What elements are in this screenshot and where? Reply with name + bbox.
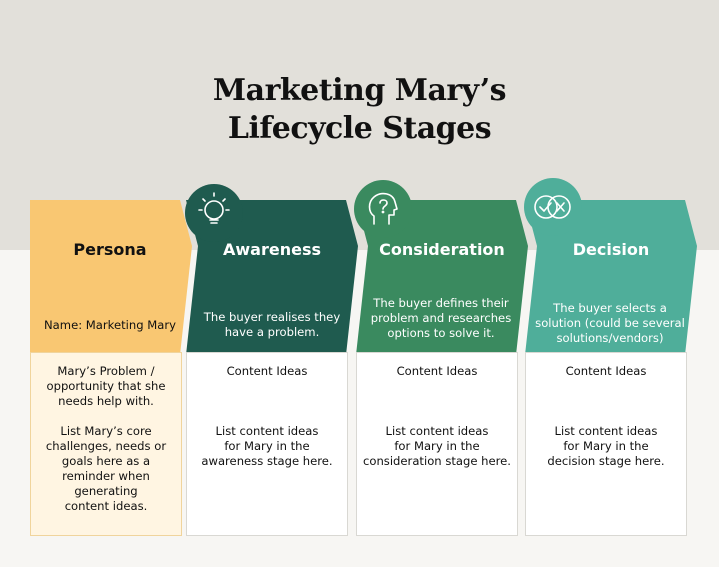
consideration-content-line: for Mary in the xyxy=(394,439,480,453)
persona-content-line: List Mary’s core xyxy=(60,424,152,438)
decision-description: The buyer selects a solution (could be s… xyxy=(525,301,695,346)
decision-content-line: List content ideas xyxy=(554,424,658,438)
consideration-content: List content ideas for Mary in the consi… xyxy=(356,424,518,469)
consideration-description-line: problem and researches xyxy=(370,311,512,325)
persona-content: Mary’s Problem / opportunity that she ne… xyxy=(30,364,182,514)
persona-content-line: content ideas. xyxy=(64,499,148,513)
awareness-content-line: awareness stage here. xyxy=(201,454,333,468)
decision-description-line: solution (could be several xyxy=(535,316,685,330)
consideration-description-line: The buyer defines their xyxy=(373,296,509,310)
page-title: Marketing Mary’s Lifecycle Stages xyxy=(0,72,719,148)
persona-content-line: opportunity that she xyxy=(46,379,166,393)
lightbulb-icon xyxy=(185,184,243,242)
consideration-description-line: options to solve it. xyxy=(387,326,495,340)
consideration-content-heading: Content Ideas xyxy=(396,364,478,378)
awareness-description: The buyer realises they have a problem. xyxy=(190,310,354,340)
persona-description: Name: Marketing Mary xyxy=(44,318,176,332)
consideration-content-line: consideration stage here. xyxy=(362,454,511,468)
awareness-content-line: for Mary in the xyxy=(224,439,310,453)
persona-content-line: generating xyxy=(74,484,138,498)
decision-title: Decision xyxy=(572,240,650,259)
persona-content-box xyxy=(30,352,182,536)
persona-content-line: Mary’s Problem / xyxy=(57,364,155,378)
consideration-header-arrow xyxy=(356,200,528,355)
decision-content-line: decision stage here. xyxy=(547,454,665,468)
awareness-content-box xyxy=(186,352,348,536)
decision-content-line: for Mary in the xyxy=(563,439,649,453)
awareness-content: List content ideas for Mary in the aware… xyxy=(186,424,348,469)
awareness-content-heading: Content Ideas xyxy=(226,364,308,378)
persona-content-line: needs help with. xyxy=(58,394,154,408)
persona-title: Persona xyxy=(73,240,147,259)
awareness-header-arrow xyxy=(186,200,358,355)
consideration-content-line: List content ideas xyxy=(385,424,489,438)
awareness-description-line: have a problem. xyxy=(224,325,320,339)
awareness-content-line: List content ideas xyxy=(215,424,319,438)
decision-description-line: solutions/vendors) xyxy=(556,331,664,345)
persona-content-line: goals here as a xyxy=(61,454,151,468)
consideration-content-box xyxy=(356,352,518,536)
consideration-title: Consideration xyxy=(379,240,505,259)
consideration-description: The buyer defines their problem and rese… xyxy=(356,296,526,341)
decision-description-line: The buyer selects a xyxy=(553,301,667,315)
question-head-icon xyxy=(354,180,412,238)
decision-content-box xyxy=(525,352,687,536)
persona-content-line: challenges, needs or xyxy=(45,439,167,453)
awareness-title: Awareness xyxy=(223,240,321,259)
persona-content-line: reminder when xyxy=(62,469,150,483)
awareness-description-line: The buyer realises they xyxy=(203,310,341,324)
decision-content-heading: Content Ideas xyxy=(565,364,647,378)
decision-content: List content ideas for Mary in the decis… xyxy=(525,424,687,469)
check-cross-icon xyxy=(524,178,582,236)
title-line-2: Lifecycle Stages xyxy=(227,111,492,146)
decision-header-arrow xyxy=(525,200,697,355)
title-line-1: Marketing Mary’s xyxy=(212,73,507,108)
